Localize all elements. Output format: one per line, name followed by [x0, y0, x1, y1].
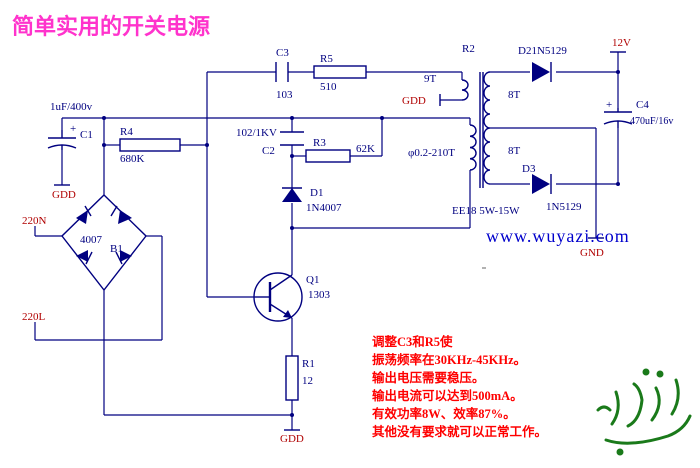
diode-d1	[282, 187, 302, 202]
c2-value: 102/1KV	[236, 127, 277, 139]
gdd-label-r1: GDD	[280, 433, 304, 445]
r3-value: 62K	[356, 143, 375, 155]
output-gnd-label: GND	[580, 247, 604, 259]
resistor-r4	[119, 138, 181, 152]
capacitor-c4: +	[603, 99, 633, 128]
svg-text:+: +	[606, 99, 612, 111]
capacitor-c3	[275, 62, 289, 82]
diode-d2	[532, 62, 552, 82]
output-12v-label: 12V	[612, 37, 631, 49]
q1-name: Q1	[306, 274, 319, 286]
c4-value: 470uF/16v	[630, 116, 673, 127]
ac-input-l-label: 220L	[22, 311, 46, 323]
bridge-name: B1	[110, 243, 123, 255]
note-line-2: 振荡频率在30KHz-45KHz。	[372, 352, 526, 367]
resistor-r5	[313, 65, 367, 79]
d3-value: 1N5129	[546, 201, 582, 213]
c1-name: C1	[80, 129, 93, 141]
d3-name: D3	[522, 163, 536, 175]
c2-name: C2	[262, 145, 275, 157]
winding-9t-label: 9T	[424, 73, 437, 85]
c4-name: C4	[636, 99, 649, 111]
note-line-5: 有效功率8W、效率87%。	[372, 406, 516, 421]
note-line-1: 调整C3和R5使	[372, 334, 453, 349]
ac-input-n-label: 220N	[22, 215, 47, 227]
wires	[34, 52, 620, 430]
gdd-label-c1: GDD	[52, 189, 76, 201]
resistor-r1	[285, 355, 299, 401]
capacitor-c1: +	[47, 123, 77, 150]
winding-8t-bottom-label: 8T	[508, 145, 521, 157]
d1-value: 1N4007	[306, 202, 342, 214]
r4-value: 680K	[120, 153, 145, 165]
c3-name: C3	[276, 47, 289, 59]
note-line-3: 输出电压需要稳压。	[372, 370, 485, 385]
r1-name: R1	[302, 358, 315, 370]
diagram-title: 简单实用的开关电源	[12, 14, 210, 39]
c1-value: 1uF/400v	[50, 101, 93, 113]
r4-name: R4	[120, 126, 133, 138]
capacitor-c2	[280, 131, 304, 146]
core-label: EE18 5W-15W	[452, 205, 520, 217]
transformer-r2	[461, 71, 491, 188]
transistor-q1	[253, 272, 303, 322]
r5-value: 510	[320, 81, 337, 93]
r1-value: 12	[302, 375, 313, 387]
winding-8t-top-label: 8T	[508, 89, 521, 101]
bridge-rectifier-b1	[61, 194, 147, 292]
r5-name: R5	[320, 53, 333, 65]
q1-value: 1303	[308, 289, 331, 301]
bridge-value: 4007	[80, 234, 103, 246]
resistor-r3	[305, 149, 351, 163]
c3-value: 103	[276, 89, 293, 101]
d2-label: D21N5129	[518, 45, 567, 57]
note-line-6: 其他没有要求就可以正常工作。	[372, 424, 547, 439]
calligraphy-logo	[596, 368, 692, 456]
svg-text:+: +	[70, 123, 76, 135]
notes-block: 调整C3和R5使 振荡频率在30KHz-45KHz。 输出电压需要稳压。 输出电…	[372, 334, 547, 439]
website-label: www.wuyazi.com	[486, 226, 630, 246]
gdd-label-winding: GDD	[402, 95, 426, 107]
r2-name: R2	[462, 43, 475, 55]
diode-d3	[532, 174, 552, 194]
d1-name: D1	[310, 187, 323, 199]
primary-wire-label: φ0.2-210T	[408, 147, 455, 159]
r3-name: R3	[313, 137, 326, 149]
note-line-4: 输出电流可以达到500mA。	[372, 388, 523, 403]
